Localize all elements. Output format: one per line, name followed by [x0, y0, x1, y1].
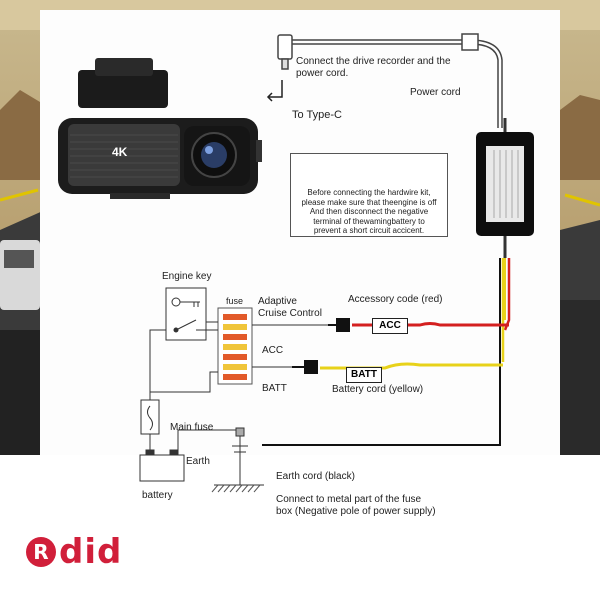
main-fuse-label: Main fuse	[170, 422, 214, 433]
camera-4k-badge: 4K	[112, 145, 128, 159]
warning-text: Before connecting the hardwire kit, plea…	[301, 188, 437, 236]
connect-recorder-label: Connect the drive recorder and the power…	[296, 56, 451, 79]
battery-cord-label: Battery cord (yellow)	[332, 384, 424, 395]
batt-wire	[292, 360, 503, 374]
warning-box: Before connecting the hardwire kit, plea…	[290, 153, 448, 237]
to-type-c-label: To Type-C	[292, 109, 342, 121]
battery-label: battery	[142, 490, 173, 501]
brand-logo: R did	[26, 532, 122, 572]
acc-fuse-label: ACC	[262, 345, 284, 356]
brand-wordmark: did	[59, 532, 123, 572]
adaptive-cruise-label: Adaptive Cruise Control	[258, 296, 322, 319]
dash-camera	[58, 58, 262, 199]
power-cord-label: Power cord	[410, 87, 461, 98]
fuse-label: fuse	[226, 296, 244, 306]
earth-cord-label: Earth cord (black)	[276, 471, 355, 482]
hardwire-kit-box	[476, 118, 534, 320]
batt-tag: BATT	[346, 367, 382, 383]
type-c-connector	[266, 33, 503, 128]
engine-key-label: Engine key	[162, 271, 212, 282]
acc-wire	[328, 318, 509, 332]
accessory-code-label: Accessory code (red)	[348, 294, 443, 305]
wire-bundle	[262, 258, 511, 446]
fuse-panel	[217, 307, 253, 385]
brand-mark-icon: R	[26, 537, 56, 567]
connect-metal-label: Connect to metal part of the fuse box (N…	[276, 494, 436, 517]
engine-key-switch	[149, 287, 328, 393]
earth-label: Earth	[186, 456, 210, 467]
batt-fuse-label: BATT	[262, 383, 287, 394]
battery-circuit	[139, 392, 264, 493]
acc-tag: ACC	[372, 318, 408, 334]
